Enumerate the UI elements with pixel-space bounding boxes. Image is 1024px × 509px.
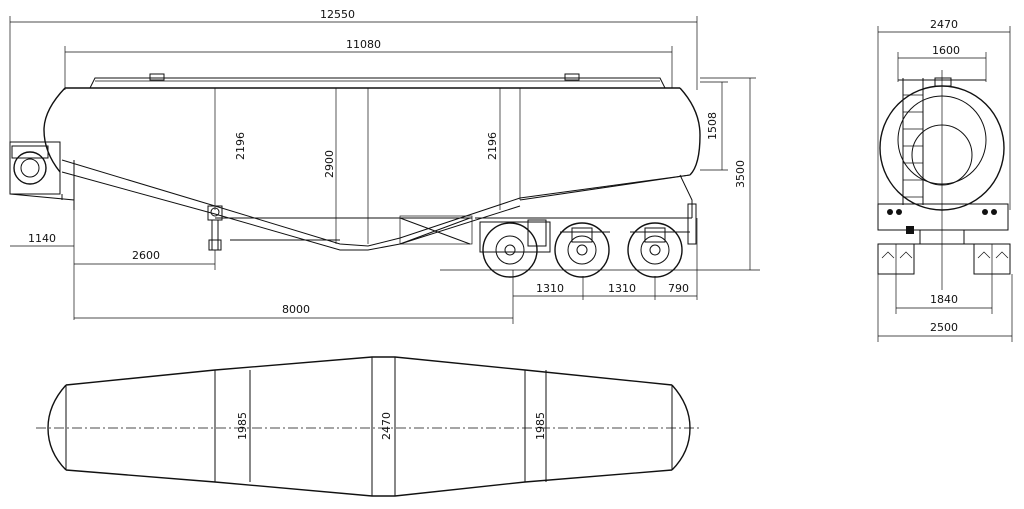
dim-tank-length: 11080	[64, 38, 673, 90]
dim-wheel-track: 1840	[895, 274, 993, 314]
dim-front-height-value: 2196	[234, 132, 247, 160]
landing-leg	[207, 205, 223, 251]
tank-rear-outline	[879, 70, 1005, 290]
front-chassis	[9, 141, 75, 210]
dim-kingpin-to-axle: 8000	[74, 270, 514, 324]
dim-center-height-value: 2900	[323, 150, 336, 178]
rear-ladder	[902, 78, 924, 205]
dim-tank-width-value: 2470	[930, 18, 958, 31]
wheel-2	[554, 222, 610, 278]
rear-bumper	[877, 203, 1009, 244]
wheel-3	[627, 222, 683, 278]
top-view: 1985 2470 1985	[36, 356, 702, 497]
dim-axle-spacings: 1310 1310 790	[513, 218, 698, 300]
dim-head-height: 1508	[700, 81, 728, 171]
tank-body-side	[43, 73, 701, 251]
wheel-1	[482, 222, 538, 278]
rear-wheels	[877, 243, 1011, 275]
dim-wheel-track-value: 1840	[930, 293, 958, 306]
dim-tank-length-value: 11080	[346, 38, 381, 51]
dim-rear-height-value: 2196	[486, 132, 499, 160]
tank-top-outline	[47, 356, 691, 497]
dim-total-height: 3500	[700, 77, 756, 270]
dim-front-width-value: 1985	[236, 412, 249, 440]
dim-center-width-value: 2470	[380, 412, 393, 440]
dim-overall-width-value: 2500	[930, 321, 958, 334]
side-view: 12550 11080 2196 2900 2196 1508 3500	[9, 8, 760, 324]
dim-rear-width-value: 1985	[534, 412, 547, 440]
dim-front-overhang: 1140	[10, 210, 75, 320]
dim-overall-width: 2500	[877, 274, 1013, 342]
dim-head-height-value: 1508	[706, 112, 719, 140]
dim-front-overhang-value: 1140	[28, 232, 56, 245]
dim-axle-spacing-2-value: 1310	[608, 282, 636, 295]
dim-axle-spacing-1-value: 1310	[536, 282, 564, 295]
rear-hatch	[934, 77, 952, 87]
dim-kingpin-to-leg-value: 2600	[132, 249, 160, 262]
dim-total-height-value: 3500	[734, 160, 747, 188]
dim-overall-length-value: 12550	[320, 8, 355, 21]
dim-rear-overhang-value: 790	[668, 282, 689, 295]
dim-kingpin-to-axle-value: 8000	[282, 303, 310, 316]
rear-view: 2470 1600 1840 2500	[877, 18, 1013, 342]
dim-overall-length: 12550	[9, 8, 698, 145]
dim-ladder-width: 1600	[897, 44, 987, 82]
running-gear	[475, 203, 697, 278]
dim-kingpin-to-leg: 2600	[74, 249, 216, 270]
dim-tank-width: 2470	[877, 18, 1011, 210]
dim-ladder-width-value: 1600	[932, 44, 960, 57]
